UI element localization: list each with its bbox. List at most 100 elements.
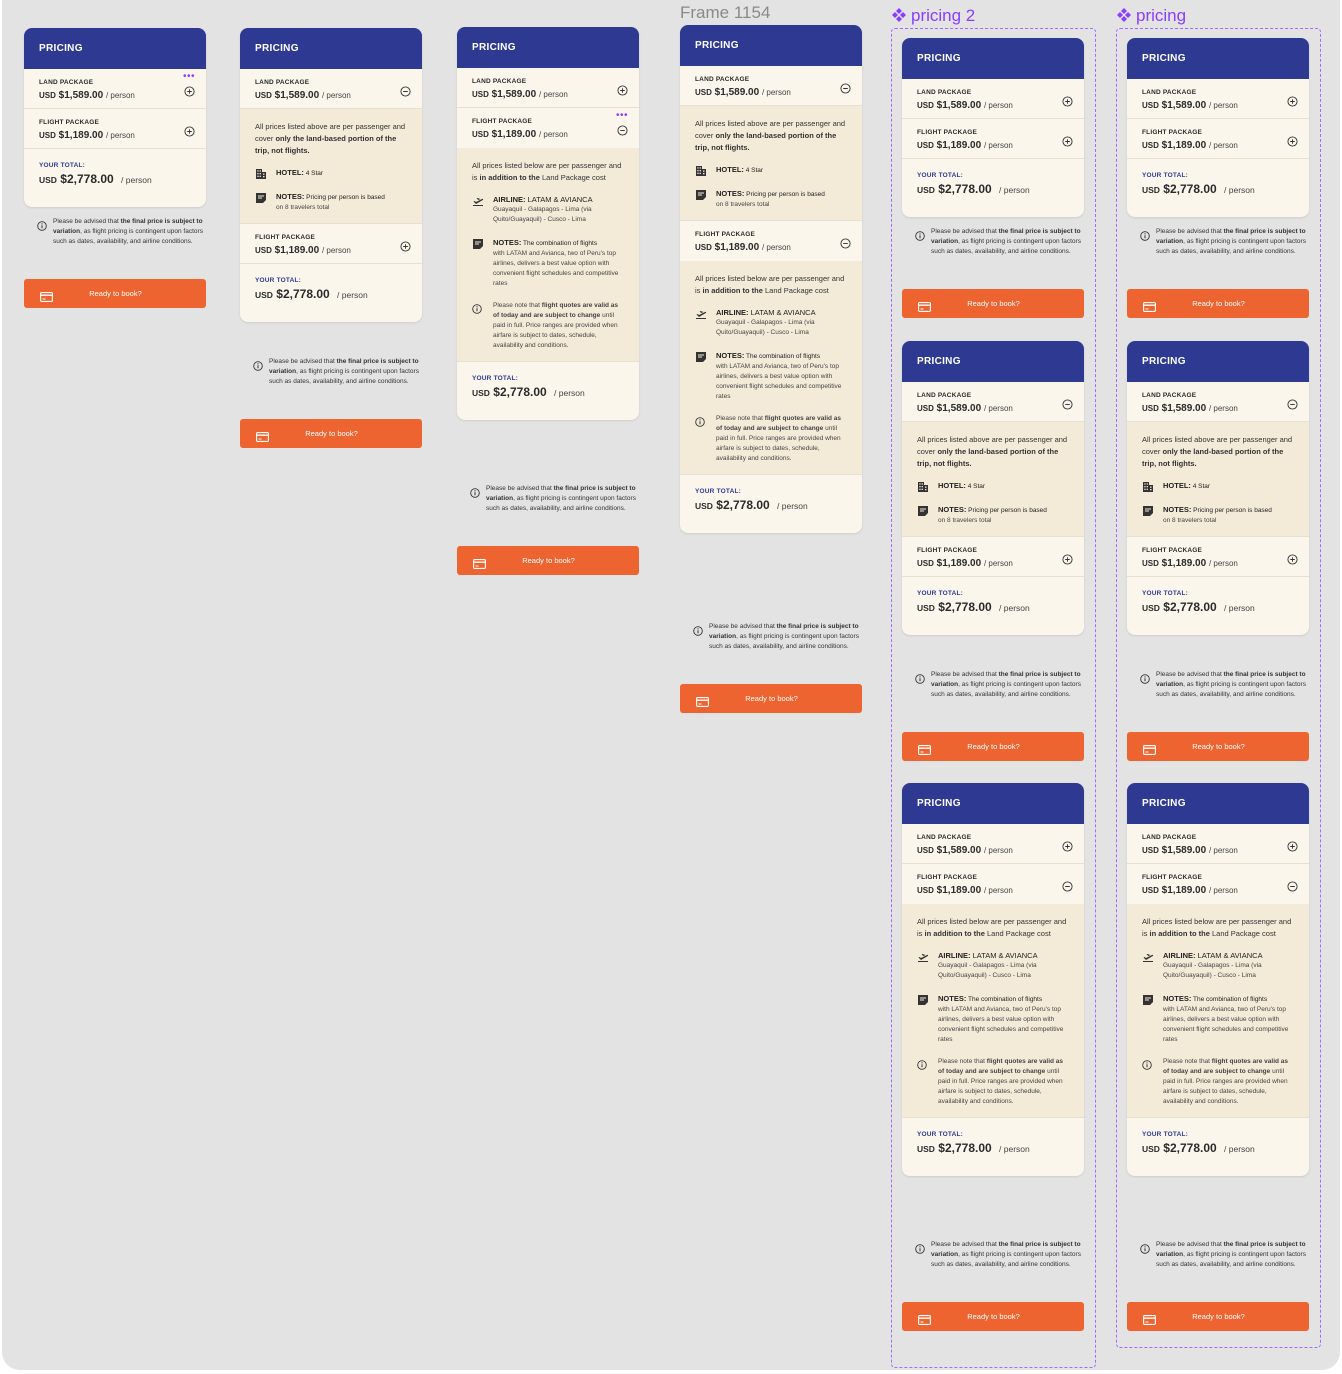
description-text-end: Land Package cost xyxy=(984,929,1051,938)
flight-package-row[interactable]: FLIGHT PACKAGE USD $1,189.00 / person xyxy=(1127,864,1309,904)
hotel-label: HOTEL: xyxy=(1163,481,1191,490)
total-price: USD $2,778.00 / person xyxy=(1142,1141,1294,1155)
notes-subtext: with LATAM and Avianca, two of Peru's to… xyxy=(493,250,619,287)
ready-to-book-button[interactable]: Ready to book? xyxy=(902,1302,1084,1331)
land-package-row[interactable]: LAND PACKAGE USD $1,589.00 / person xyxy=(902,382,1084,422)
flight-package-row[interactable]: FLIGHT PACKAGE USD $1,189.00 / person xyxy=(1127,537,1309,577)
plus-circle-icon[interactable] xyxy=(1287,552,1298,565)
disclaimer-emphasis: the final price is subject to variation xyxy=(53,218,203,235)
total-row: YOUR TOTAL: USD $2,778.00 / person xyxy=(24,149,206,207)
plus-circle-icon[interactable] xyxy=(1062,552,1073,565)
ready-to-book-button[interactable]: Ready to book? xyxy=(680,684,862,713)
minus-circle-icon[interactable] xyxy=(1062,397,1073,410)
notes-label: NOTES: xyxy=(938,505,967,514)
flight-package-price: USD $1,189.00 / person xyxy=(1142,140,1294,151)
flight-package-row[interactable]: FLIGHT PACKAGE USD $1,189.00 / person xyxy=(902,864,1084,904)
land-package-row[interactable]: LAND PACKAGE USD $1,589.00 / person xyxy=(457,68,639,108)
notes-value: Pricing per person is based xyxy=(1191,507,1272,514)
per-person-unit: / person xyxy=(1224,1144,1255,1154)
plus-circle-icon[interactable] xyxy=(1062,839,1073,852)
plus-circle-icon[interactable] xyxy=(1287,94,1298,107)
plus-circle-icon[interactable] xyxy=(184,124,195,137)
disclaimer-text-end: , as flight pricing is contingent upon f… xyxy=(1156,1251,1306,1268)
building-icon xyxy=(1142,480,1154,492)
ready-to-book-label: Ready to book? xyxy=(1192,299,1245,308)
flight-package-row[interactable]: FLIGHT PACKAGE USD $1,189.00 / person xyxy=(240,224,422,264)
price-disclaimer: Please be advised that the final price i… xyxy=(693,622,861,652)
flight-package-row[interactable]: FLIGHT PACKAGE USD $1,189.00 / person xyxy=(902,537,1084,577)
notes-value: The combination of flights xyxy=(744,353,821,360)
credit-card-icon xyxy=(1143,742,1156,755)
flight-package-price: USD $1,189.00 / person xyxy=(917,885,1069,896)
per-person-unit: / person xyxy=(1208,846,1238,855)
land-package-row[interactable]: LAND PACKAGE USD $1,589.00 / person xyxy=(902,824,1084,864)
flight-package-row[interactable]: ••• FLIGHT PACKAGE USD $1,189.00 / perso… xyxy=(457,108,639,148)
price-disclaimer: Please be advised that the final price i… xyxy=(1140,1240,1308,1270)
flight-quote-note: Please note that flight quotes are valid… xyxy=(1142,1057,1294,1107)
quote-text: Please note that xyxy=(1163,1058,1212,1065)
minus-circle-icon[interactable] xyxy=(617,123,628,136)
land-package-row[interactable]: LAND PACKAGE USD $1,589.00 / person xyxy=(902,79,1084,119)
component-label-pricing-2: pricing 2 xyxy=(892,6,975,26)
notes-subtext: with LATAM and Avianca, two of Peru's to… xyxy=(716,363,842,400)
minus-circle-icon[interactable] xyxy=(840,81,851,94)
airline-info: AIRLINE: LATAM & AVIANCA Guayaquil - Gal… xyxy=(917,950,1069,981)
per-person-unit: / person xyxy=(1224,603,1255,613)
per-person-unit: / person xyxy=(1208,886,1238,895)
ready-to-book-button[interactable]: Ready to book? xyxy=(457,546,639,575)
minus-circle-icon[interactable] xyxy=(840,236,851,249)
flight-package-details: All prices listed below are per passenge… xyxy=(680,261,862,475)
flight-package-row[interactable]: FLIGHT PACKAGE USD $1,189.00 / person xyxy=(902,119,1084,159)
pricing-card: PRICING LAND PACKAGE USD $1,589.00 / per… xyxy=(1127,783,1309,1176)
total-label: YOUR TOTAL: xyxy=(917,1131,964,1138)
description-text: All prices listed below are per passenge… xyxy=(472,161,622,182)
ready-to-book-button[interactable]: Ready to book? xyxy=(1127,289,1309,318)
description-text: All prices listed above are per passenge… xyxy=(695,119,846,140)
minus-circle-icon[interactable] xyxy=(1287,879,1298,892)
total-price: USD $2,778.00 / person xyxy=(39,172,191,186)
total-amount: $2,778.00 xyxy=(1163,1141,1217,1155)
minus-circle-icon[interactable] xyxy=(1287,397,1298,410)
land-package-row[interactable]: LAND PACKAGE USD $1,589.00 / person xyxy=(680,66,862,106)
land-package-label: LAND PACKAGE xyxy=(39,79,94,86)
airline-label: AIRLINE: xyxy=(1163,951,1196,960)
notes-value: Pricing per person is based xyxy=(744,191,825,198)
ready-to-book-button[interactable]: Ready to book? xyxy=(902,289,1084,318)
minus-circle-icon[interactable] xyxy=(400,84,411,97)
total-amount: $2,778.00 xyxy=(716,498,770,512)
flight-package-label: FLIGHT PACKAGE xyxy=(917,874,978,881)
total-price: USD $2,778.00 / person xyxy=(1142,182,1294,196)
land-package-price: USD $1,589.00 / person xyxy=(1142,100,1294,111)
hotel-info: HOTEL: 4 Star xyxy=(917,480,1069,492)
flight-package-row[interactable]: FLIGHT PACKAGE USD $1,189.00 / person xyxy=(1127,119,1309,159)
total-label: YOUR TOTAL: xyxy=(917,172,964,179)
land-package-row[interactable]: LAND PACKAGE USD $1,589.00 / person xyxy=(1127,824,1309,864)
flight-package-row[interactable]: FLIGHT PACKAGE USD $1,189.00 / person xyxy=(680,221,862,261)
total-row: YOUR TOTAL: USD $2,778.00 / person xyxy=(1127,577,1309,635)
flight-price-amount: $1,189.00 xyxy=(1161,140,1207,151)
minus-circle-icon[interactable] xyxy=(1062,879,1073,892)
land-package-row[interactable]: LAND PACKAGE USD $1,589.00 / person xyxy=(240,69,422,109)
plus-circle-icon[interactable] xyxy=(184,84,195,97)
ready-to-book-button[interactable]: Ready to book? xyxy=(24,279,206,308)
frame-label: Frame 1154 xyxy=(680,3,771,22)
ready-to-book-button[interactable]: Ready to book? xyxy=(1127,1302,1309,1331)
land-package-row[interactable]: LAND PACKAGE USD $1,589.00 / person xyxy=(1127,79,1309,119)
quote-text: Please note that xyxy=(938,1058,987,1065)
land-package-row[interactable]: LAND PACKAGE USD $1,589.00 / person xyxy=(1127,382,1309,422)
flight-package-price: USD $1,189.00 / person xyxy=(917,558,1069,569)
plus-circle-icon[interactable] xyxy=(1287,134,1298,147)
plus-circle-icon[interactable] xyxy=(1062,94,1073,107)
flight-package-row[interactable]: FLIGHT PACKAGE USD $1,189.00 / person xyxy=(24,109,206,149)
plus-circle-icon[interactable] xyxy=(1287,839,1298,852)
ready-to-book-button[interactable]: Ready to book? xyxy=(1127,732,1309,761)
pricing-title: PRICING xyxy=(917,356,961,367)
ready-to-book-button[interactable]: Ready to book? xyxy=(902,732,1084,761)
ready-to-book-button[interactable]: Ready to book? xyxy=(240,419,422,448)
land-package-row[interactable]: ••• LAND PACKAGE USD $1,589.00 / person xyxy=(24,69,206,109)
plus-circle-icon[interactable] xyxy=(400,239,411,252)
notes-value: Pricing per person is based xyxy=(304,194,385,201)
plus-circle-icon[interactable] xyxy=(617,83,628,96)
currency-code: USD xyxy=(1142,603,1160,613)
plus-circle-icon[interactable] xyxy=(1062,134,1073,147)
